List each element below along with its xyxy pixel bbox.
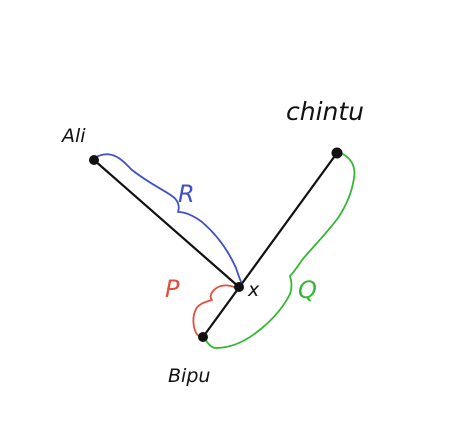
label-bipu: Bipu — [168, 365, 210, 387]
brace-R — [93, 153, 243, 285]
label-Q: Q — [298, 276, 317, 304]
label-ali: Ali — [60, 125, 86, 147]
segment-bipu-chintu — [201, 151, 339, 339]
label-R: R — [178, 180, 195, 208]
point-chintu — [331, 147, 343, 159]
point-bipu — [198, 332, 208, 342]
point-ali — [89, 155, 99, 165]
point-x — [234, 282, 244, 292]
label-x: x — [247, 279, 260, 301]
brace-P — [192, 284, 239, 338]
brace-Q — [204, 152, 356, 349]
label-chintu: chintu — [286, 97, 364, 126]
segment-ali-x — [92, 158, 241, 289]
label-P: P — [165, 275, 180, 303]
